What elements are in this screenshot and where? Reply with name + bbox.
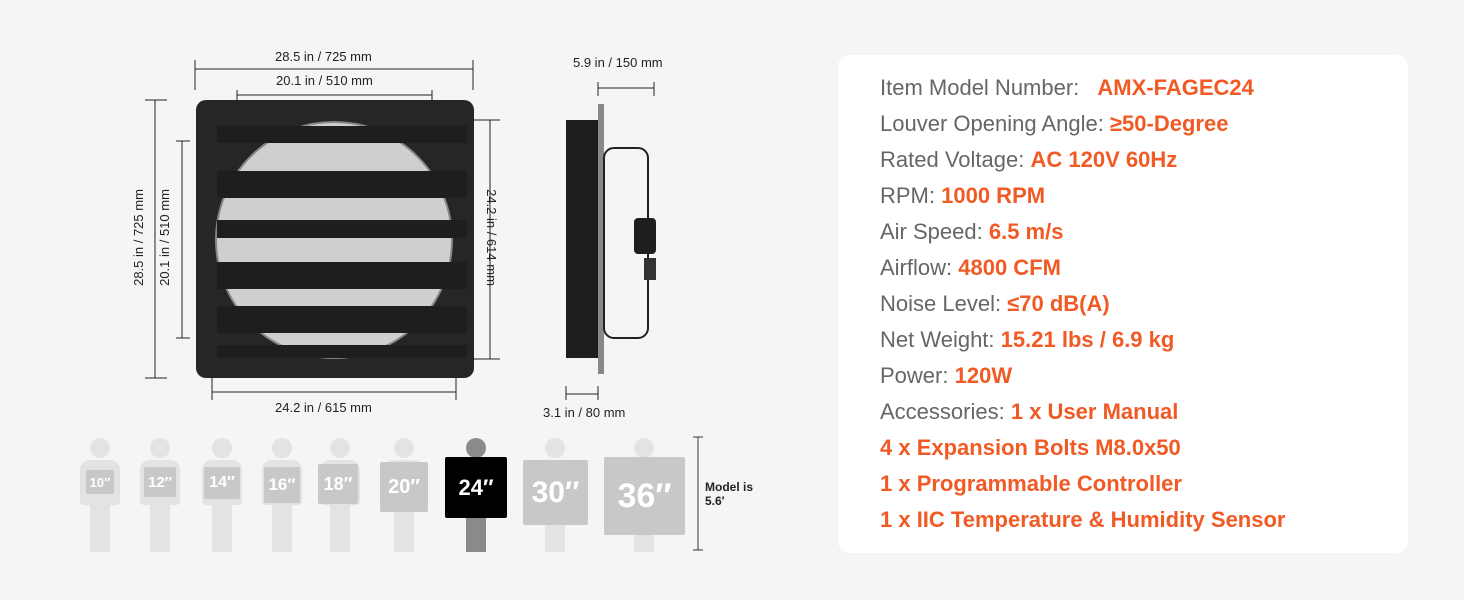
spec-value: ≥50-Degree [1109,111,1229,136]
figure-legs [150,500,170,552]
size-sign: 24″ [445,457,507,518]
spec-row: Net Weight: 15.21 lbs / 6.9 kg [880,322,1285,358]
spec-row: Airflow: 4800 CFM [880,250,1285,286]
front-width-inner-label: 20.1 in / 510 mm [276,73,373,88]
figure-legs [330,500,350,552]
spec-row: Power: 120W [880,358,1285,394]
spec-value: 1 x Programmable Controller [880,471,1182,496]
spec-row: Air Speed: 6.5 m/s [880,214,1285,250]
spec-label: Airflow: [880,255,953,280]
spec-row: 1 x IIC Temperature & Humidity Sensor [880,502,1285,538]
spec-value: 120W [954,363,1013,388]
spec-value: AC 120V 60Hz [1030,147,1178,172]
spec-row: Louver Opening Angle: ≥50-Degree [880,106,1285,142]
size-sign: 16″ [264,467,300,503]
front-height-overall-label: 28.5 in / 725 mm [130,189,146,286]
figure-head [330,438,350,458]
spec-value: 1 x IIC Temperature & Humidity Sensor [880,507,1286,532]
figure-head [150,438,170,458]
spec-label: Item Model Number: [880,75,1080,100]
spec-value: 6.5 m/s [988,219,1064,244]
spec-label: RPM: [880,183,935,208]
spec-label: Net Weight: [880,327,995,352]
figure-legs [90,500,110,552]
spec-row: Accessories: 1 x User Manual [880,394,1285,430]
side-depth-box-label: 3.1 in / 80 mm [543,405,626,420]
spec-label: Noise Level: [880,291,1002,316]
figure-head [272,438,292,458]
spec-label: Louver Opening Angle: [880,111,1104,136]
spec-label: Rated Voltage: [880,147,1025,172]
spec-value: 15.21 lbs / 6.9 kg [1000,327,1175,352]
figure-legs [212,500,232,552]
size-sign: 14″ [204,467,240,499]
spec-label: Power: [880,363,949,388]
spec-row: 1 x Programmable Controller [880,466,1285,502]
size-sign: 20″ [380,462,428,512]
spec-value: AMX-FAGEC24 [1097,75,1254,100]
figure-head [634,438,654,458]
height-scale-bar [693,436,703,551]
front-width-louver-label: 24.2 in / 615 mm [275,400,372,415]
spec-value: 4800 CFM [958,255,1061,280]
spec-row: Noise Level: ≤70 dB(A) [880,286,1285,322]
spec-label: Accessories: [880,399,1005,424]
figure-legs [394,500,414,552]
figure-head [545,438,565,458]
spec-value: 1 x User Manual [1010,399,1179,424]
figure-head [394,438,414,458]
fan-front-view [145,60,656,400]
model-height-note: Model is 5.6′ [705,480,754,508]
spec-value: 1000 RPM [941,183,1046,208]
figure-head [466,438,486,458]
size-sign: 10″ [86,470,114,494]
front-height-inner-label: 20.1 in / 510 mm [156,189,172,286]
size-sign: 36″ [604,457,685,535]
spec-row: Rated Voltage: AC 120V 60Hz [880,142,1285,178]
spec-label: Air Speed: [880,219,983,244]
spec-row: Item Model Number: AMX-FAGEC24 [880,70,1285,106]
figure-head [212,438,232,458]
front-width-overall-label: 28.5 in / 725 mm [275,49,372,64]
spec-row: 4 x Expansion Bolts M8.0x50 [880,430,1285,466]
spec-panel [838,55,1408,553]
figure-legs [272,500,292,552]
size-sign: 18″ [318,464,358,504]
figure-head [90,438,110,458]
spec-value: ≤70 dB(A) [1007,291,1110,316]
size-sign: 30″ [523,460,588,525]
spec-row: RPM: 1000 RPM [880,178,1285,214]
front-height-louver-label: 24.2 in / 614 mm [483,189,499,286]
spec-value: 4 x Expansion Bolts M8.0x50 [880,435,1181,460]
side-depth-total-label: 5.9 in / 150 mm [573,55,663,70]
size-sign: 12″ [144,467,176,497]
